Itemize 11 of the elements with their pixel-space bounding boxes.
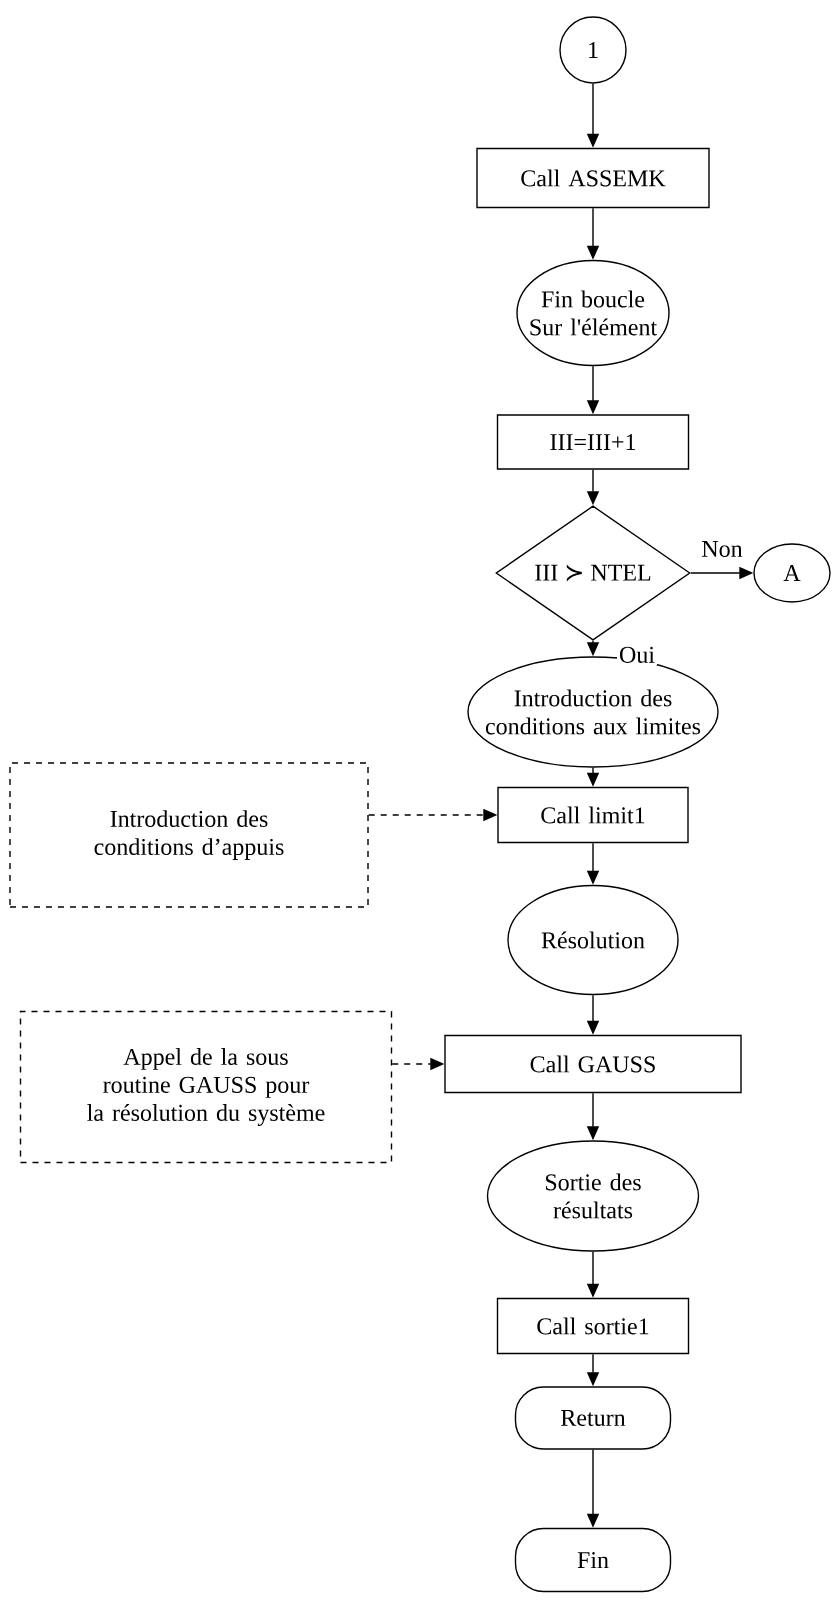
note-box: Introduction des conditions d’appuis [9,762,369,908]
terminal-box: Fin [514,1527,672,1593]
process-box: III=III+1 [496,414,690,470]
edge-label: Non [699,539,745,559]
edge-label: Oui [617,644,657,665]
process-box: Call sortie1 [496,1297,690,1355]
process-box: Call limit1 [497,786,689,844]
process-box: Call ASSEMK [476,147,710,209]
note-box: Appel de la sous routine GAUSS pour la résolution du système [19,1010,393,1164]
terminal-box: Return [514,1386,672,1450]
process-box: Call GAUSS [444,1034,742,1094]
